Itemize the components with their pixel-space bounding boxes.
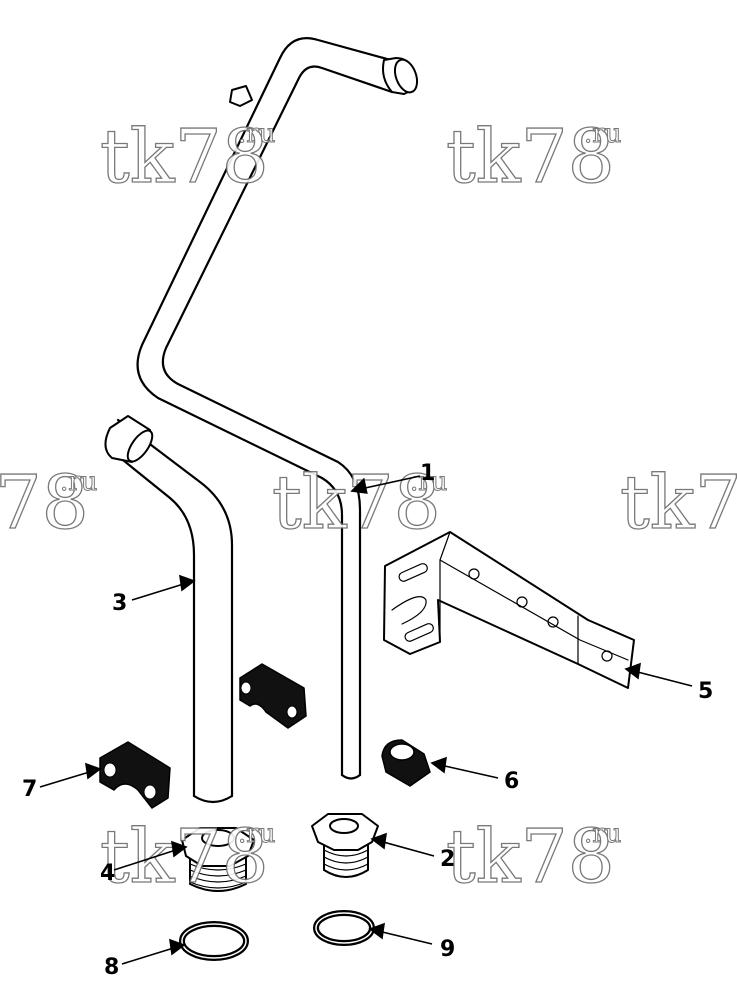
clamp-7-icon <box>99 741 171 809</box>
svg-text:.ru: .ru <box>584 819 621 849</box>
svg-text:tk78: tk78 <box>446 114 615 200</box>
svg-text:.ru: .ru <box>238 119 275 149</box>
bracket-5-icon <box>383 531 635 689</box>
clamp-middle-icon <box>239 663 307 729</box>
watermark-2: tk78 .ru <box>445 113 622 200</box>
callout-5: 5 <box>698 679 713 704</box>
svg-text:tk78: tk78 <box>272 460 441 546</box>
watermark-1: tk78 .ru <box>99 113 276 200</box>
pipe-1-icon <box>136 37 419 780</box>
callout-2: 2 <box>440 847 455 872</box>
callout-3: 3 <box>112 591 127 616</box>
ring-8-icon <box>179 921 249 961</box>
ring-9-icon <box>313 910 375 946</box>
svg-text:tk78: tk78 <box>620 460 737 546</box>
callout-1: 1 <box>420 461 435 486</box>
fitting-4-icon <box>181 827 255 892</box>
watermark-7: tk78 .ru <box>445 813 622 900</box>
leader-lines <box>39 475 693 965</box>
svg-text:tk78: tk78 <box>100 114 269 200</box>
watermark-5: tk78 <box>619 459 737 546</box>
svg-text:.ru: .ru <box>410 467 447 497</box>
svg-text:tk78: tk78 <box>100 814 269 900</box>
watermark-6: tk78 .ru <box>99 813 276 900</box>
svg-text:.ru: .ru <box>584 119 621 149</box>
svg-text:tk78: tk78 <box>446 814 615 900</box>
callout-labels: 1 3 5 6 7 4 2 8 9 <box>22 461 713 980</box>
pipe-3-icon <box>104 415 234 804</box>
fitting-2-icon <box>311 813 379 878</box>
callout-6: 6 <box>504 769 519 794</box>
watermarks: tk78 .ru tk78 .ru tk78 .ru tk78 .ru tk78… <box>0 113 737 900</box>
svg-text:.ru: .ru <box>238 819 275 849</box>
svg-text:tk78: tk78 <box>0 460 89 546</box>
svg-text:.ru: .ru <box>60 467 97 497</box>
callout-7: 7 <box>22 777 37 802</box>
watermark-3: tk78 .ru <box>0 459 98 546</box>
callout-8: 8 <box>104 955 119 980</box>
callout-9: 9 <box>440 937 455 962</box>
watermark-4: tk78 .ru <box>271 459 448 546</box>
callout-4: 4 <box>100 861 115 886</box>
clamp-6-icon <box>381 739 431 787</box>
